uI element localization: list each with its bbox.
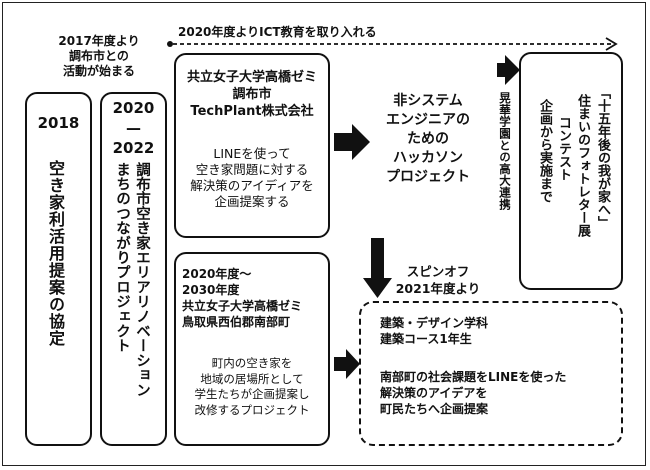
- timeline-arrowhead: [605, 37, 618, 51]
- spinoff-line: 2021年度より: [395, 281, 481, 296]
- arrow-to-hackathon: [334, 124, 370, 160]
- partner-item: 鳥取県西伯郡南部町: [182, 315, 291, 329]
- year-start: 2020: [112, 99, 155, 117]
- timeline-label: 2020年度よりICT教育を取り入れる: [178, 25, 377, 39]
- desc-line: 町内の空き家を: [211, 356, 293, 370]
- partner-list: 共立女子大学高橋ゼミ 調布市 TechPlant株式会社: [176, 69, 328, 120]
- arrow-to-dashed-box: [334, 349, 360, 379]
- arrow-spinoff-down: [363, 238, 392, 298]
- spinoff-label: スピンオフ 2021年度より: [394, 263, 482, 297]
- box-contest: 「十五年後の我が家へ」 住まいのフォトレター展 コンテスト 企画から実施まで: [519, 52, 623, 290]
- project-title-line1: 調布市空き家エリアリノベーション: [134, 162, 150, 398]
- contest-line-3: コンテスト: [556, 116, 571, 181]
- desc-line: 解決策のアイディアを: [190, 178, 314, 193]
- nanbu-header: 2020年度〜 2030年度 共立女子大学高橋ゼミ 鳥取県西伯郡南部町: [182, 266, 328, 330]
- agreement-title: 空き家利活用提案の協定: [46, 160, 65, 347]
- year-end: 2022: [112, 139, 155, 157]
- period-line: 2020年度〜: [182, 267, 252, 281]
- desc-line: 解決策のアイデアを: [380, 386, 488, 400]
- years-2020-2022: 2020 — 2022: [102, 98, 165, 158]
- hackathon-line: プロジェクト: [386, 169, 470, 185]
- period-line: 2030年度: [182, 283, 240, 297]
- desc-line: 町民たちへ企画提案: [380, 402, 489, 416]
- contest-line-2: 住まいのフォトレター展: [575, 94, 590, 237]
- dept-line: 建築・デザイン学科: [380, 316, 489, 330]
- arrow-to-contest: [497, 55, 520, 85]
- start-note-line: 調布市との: [69, 49, 129, 63]
- diagram-frame: [2, 2, 646, 466]
- start-note: 2017年度より 調布市との 活動が始まる: [44, 34, 154, 79]
- box-dashed-proposal: 建築・デザイン学科 建築コース1年生 南部町の社会課題をLINEを使った 解決策…: [359, 301, 623, 446]
- dept-info: 建築・デザイン学科 建築コース1年生: [380, 315, 488, 347]
- start-note-line: 2017年度より: [58, 34, 140, 48]
- start-note-line: 活動が始まる: [62, 64, 135, 78]
- box-2020-2022: 2020 — 2022 調布市空き家エリアリノベーション まちのつながりプロジェ…: [100, 92, 167, 446]
- box-nanbu: 2020年度〜 2030年度 共立女子大学高橋ゼミ 鳥取県西伯郡南部町 町内の空…: [174, 252, 330, 446]
- contest-line-1: 「十五年後の我が家へ」: [595, 86, 610, 229]
- desc-line: LINEを使って: [213, 146, 291, 161]
- dept-line: 建築コース1年生: [380, 332, 472, 346]
- contest-line-4: 企画から実施まで: [537, 99, 552, 203]
- desc-line: 南部町の社会課題をLINEを使った: [380, 370, 567, 384]
- collab-label: 晃華学園との高大連携: [498, 92, 512, 210]
- box-2018: 2018 空き家利活用提案の協定: [25, 92, 92, 446]
- partner-item: TechPlant株式会社: [190, 104, 314, 119]
- desc-line: 企画提案する: [214, 194, 290, 209]
- hackathon-line: ハッカソン: [393, 150, 463, 166]
- hackathon-line: ための: [407, 131, 449, 147]
- desc-line: 地域の居場所として: [200, 371, 304, 386]
- hackathon-line: 非システム: [393, 93, 463, 109]
- project-title-line2: まちのつながりプロジェクト: [114, 162, 130, 354]
- desc-line: 学生たちが企画提案し: [194, 387, 310, 401]
- partner-item: 調布市: [232, 87, 272, 102]
- desc-line: 空き家問題に対する: [195, 162, 309, 177]
- proposal-description: 南部町の社会課題をLINEを使った 解決策のアイデアを 町民たちへ企画提案: [380, 369, 566, 417]
- line-description: LINEを使って 空き家問題に対する 解決策のアイディアを 企画提案する: [176, 146, 328, 210]
- hackathon-title: 非システム エンジニアの ための ハッカソン プロジェクト: [366, 92, 490, 187]
- hackathon-line: エンジニアの: [386, 112, 470, 128]
- box-line-collaboration: 共立女子大学高橋ゼミ 調布市 TechPlant株式会社 LINEを使って 空き…: [174, 53, 330, 238]
- year-2018: 2018: [37, 114, 80, 132]
- spinoff-line: スピンオフ: [406, 264, 470, 279]
- partner-item: 共立女子大学高橋ゼミ: [182, 299, 303, 313]
- partner-item: 共立女子大学高橋ゼミ: [186, 70, 317, 85]
- desc-line: 改修するプロジェクト: [194, 402, 310, 417]
- timeline-start-dot: [167, 41, 173, 47]
- year-dash: —: [126, 119, 141, 137]
- nanbu-description: 町内の空き家を 地域の居場所として 学生たちが企画提案し 改修するプロジェクト: [176, 356, 328, 418]
